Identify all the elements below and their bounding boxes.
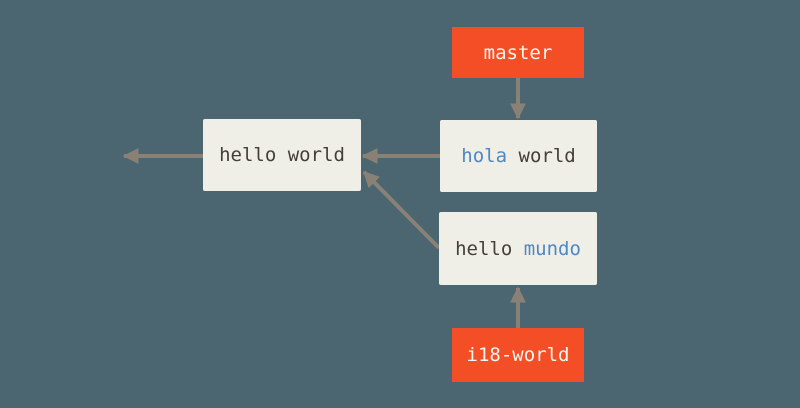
branch-label-i18-world-text: i18-world bbox=[466, 344, 570, 366]
commit-hello-world-text: hello world bbox=[219, 144, 345, 166]
commit-hello-mundo-word-hello: hello bbox=[455, 237, 524, 260]
commit-hola-world-word-hola: hola bbox=[461, 145, 508, 167]
commit-box-hello-world: hello world bbox=[203, 119, 361, 191]
commit-box-hello-mundo: hello mundo bbox=[439, 212, 597, 285]
commit-hello-mundo-word-mundo: mundo bbox=[523, 237, 581, 260]
branch-label-i18-world: i18-world bbox=[452, 328, 584, 382]
commit-hola-world-word-world: world bbox=[507, 145, 576, 167]
commit-box-hola-world: hola world bbox=[440, 120, 597, 192]
branch-label-master: master bbox=[452, 27, 584, 78]
branch-label-master-text: master bbox=[483, 41, 553, 64]
arrow-hello-mundo-to-hello-world bbox=[362, 170, 441, 250]
